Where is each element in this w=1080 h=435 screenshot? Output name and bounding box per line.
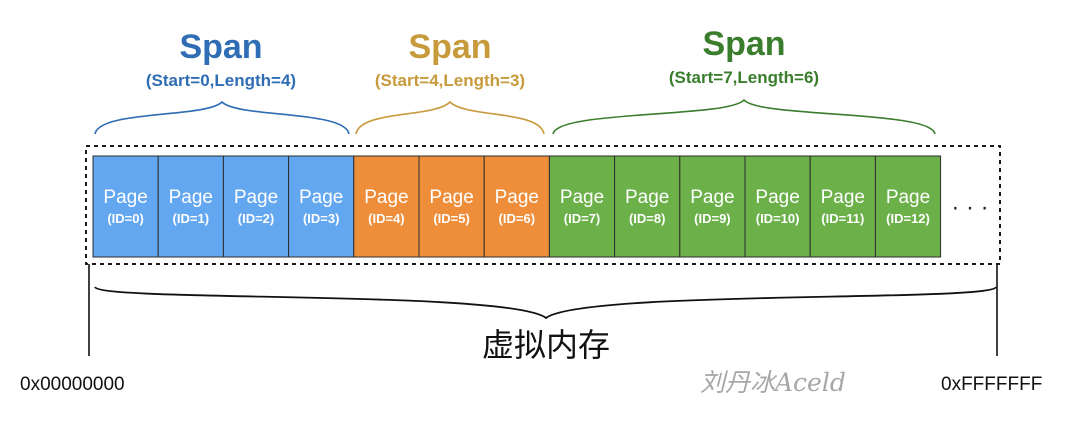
page-label: Page xyxy=(103,187,147,208)
more-pages-ellipsis: · · · xyxy=(951,194,988,221)
span-title-2: Span xyxy=(702,25,785,63)
page-cell: Page (ID=12) xyxy=(874,155,942,258)
page-id-label: (ID=9) xyxy=(694,211,730,226)
page-label: Page xyxy=(560,187,604,208)
page-id-label: (ID=3) xyxy=(303,211,339,226)
page-box xyxy=(744,155,811,258)
page-box xyxy=(157,155,224,258)
page-label: Page xyxy=(495,187,539,208)
span-subtitle-2: (Start=7,Length=6) xyxy=(669,68,819,87)
page-id-label: (ID=5) xyxy=(433,211,469,226)
page-cell: Page (ID=3) xyxy=(288,155,355,258)
page-box xyxy=(353,155,420,258)
page-id-label: (ID=1) xyxy=(173,211,209,226)
page-cell: Page (ID=5) xyxy=(418,155,485,258)
page-box xyxy=(92,155,159,258)
page-box xyxy=(222,155,290,258)
page-cell: Page (ID=9) xyxy=(679,155,746,258)
page-cell: Page (ID=7) xyxy=(548,155,616,258)
page-label: Page xyxy=(821,187,865,208)
page-id-label: (ID=7) xyxy=(564,211,600,226)
page-id-label: (ID=0) xyxy=(107,211,143,226)
author-watermark: 刘丹冰Aceld xyxy=(700,368,846,397)
page-id-label: (ID=6) xyxy=(499,211,535,226)
span-brace-0 xyxy=(94,100,350,135)
page-label: Page xyxy=(690,187,734,208)
page-cell: Page (ID=6) xyxy=(483,155,550,258)
span-brace-1 xyxy=(355,100,545,135)
span-header-2: Span (Start=7,Length=6) xyxy=(669,25,819,87)
virtual-memory-label: 虚拟内存 xyxy=(482,326,610,364)
page-box xyxy=(874,155,942,258)
page-id-label: (ID=2) xyxy=(238,211,274,226)
page-label: Page xyxy=(625,187,669,208)
page-label: Page xyxy=(299,187,343,208)
address-end-label: 0xFFFFFFF xyxy=(941,374,1042,395)
page-id-label: (ID=12) xyxy=(886,211,930,226)
page-id-label: (ID=11) xyxy=(821,211,864,226)
page-cell: Page (ID=2) xyxy=(222,155,290,258)
page-box xyxy=(288,155,355,258)
virtual-memory-brace xyxy=(94,286,997,320)
page-cell: Page (ID=0) xyxy=(92,155,159,258)
span-title-0: Span xyxy=(179,28,262,66)
page-box xyxy=(809,155,876,258)
page-label: Page xyxy=(755,187,799,208)
span-subtitle-0: (Start=0,Length=4) xyxy=(146,71,296,90)
span-brace-2 xyxy=(552,98,936,135)
pages-group: Page (ID=0) Page (ID=1) Page (ID=2) Page (ID=3)… xyxy=(92,155,942,258)
page-id-label: (ID=10) xyxy=(756,211,800,226)
span-subtitle-1: (Start=4,Length=3) xyxy=(375,71,525,90)
page-cell: Page (ID=10) xyxy=(744,155,811,258)
page-box xyxy=(418,155,485,258)
page-label: Page xyxy=(886,187,930,208)
address-start-label: 0x00000000 xyxy=(20,374,125,395)
page-box xyxy=(679,155,746,258)
page-id-label: (ID=8) xyxy=(629,211,665,226)
span-header-0: Span (Start=0,Length=4) xyxy=(146,28,296,90)
page-cell: Page (ID=1) xyxy=(157,155,224,258)
page-cell: Page (ID=11) xyxy=(809,155,876,258)
page-cell: Page (ID=8) xyxy=(614,155,681,258)
page-id-label: (ID=4) xyxy=(368,211,404,226)
page-cell: Page (ID=4) xyxy=(353,155,420,258)
virtual-memory-frame xyxy=(85,145,1001,265)
page-label: Page xyxy=(364,187,408,208)
page-box xyxy=(548,155,616,258)
span-title-1: Span xyxy=(408,28,491,66)
page-box xyxy=(483,155,550,258)
page-label: Page xyxy=(429,187,473,208)
page-label: Page xyxy=(169,187,213,208)
page-label: Page xyxy=(234,187,278,208)
span-header-1: Span (Start=4,Length=3) xyxy=(375,28,525,90)
